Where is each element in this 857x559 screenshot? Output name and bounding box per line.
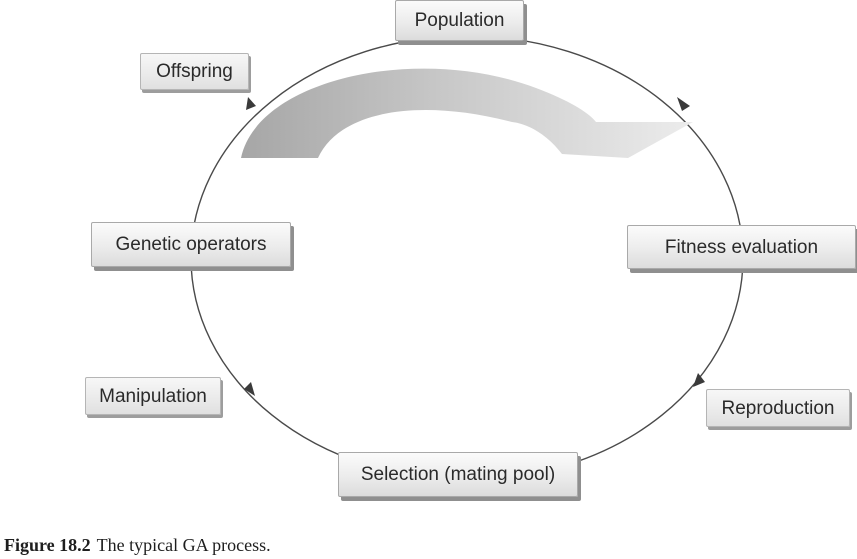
figure-caption-text: The typical GA process. (96, 535, 271, 555)
selection-node: Selection (mating pool) (338, 452, 578, 497)
manipulation-node: Manipulation (85, 377, 221, 415)
figure-number: Figure 18.2 (4, 535, 91, 555)
flow-arrow (241, 68, 693, 158)
genetic-operators-node: Genetic operators (91, 222, 291, 267)
fitness-evaluation-node: Fitness evaluation (627, 225, 856, 269)
population-node: Population (395, 0, 524, 41)
ring-arrowhead-upper-right (677, 97, 690, 111)
ring-arrowhead-lower-left (244, 382, 255, 396)
offspring-node: Offspring (140, 53, 249, 90)
ring-arrowhead-lower-right (693, 373, 705, 387)
reproduction-node: Reproduction (706, 389, 850, 427)
ring-arrowhead-upper-left (246, 97, 256, 110)
